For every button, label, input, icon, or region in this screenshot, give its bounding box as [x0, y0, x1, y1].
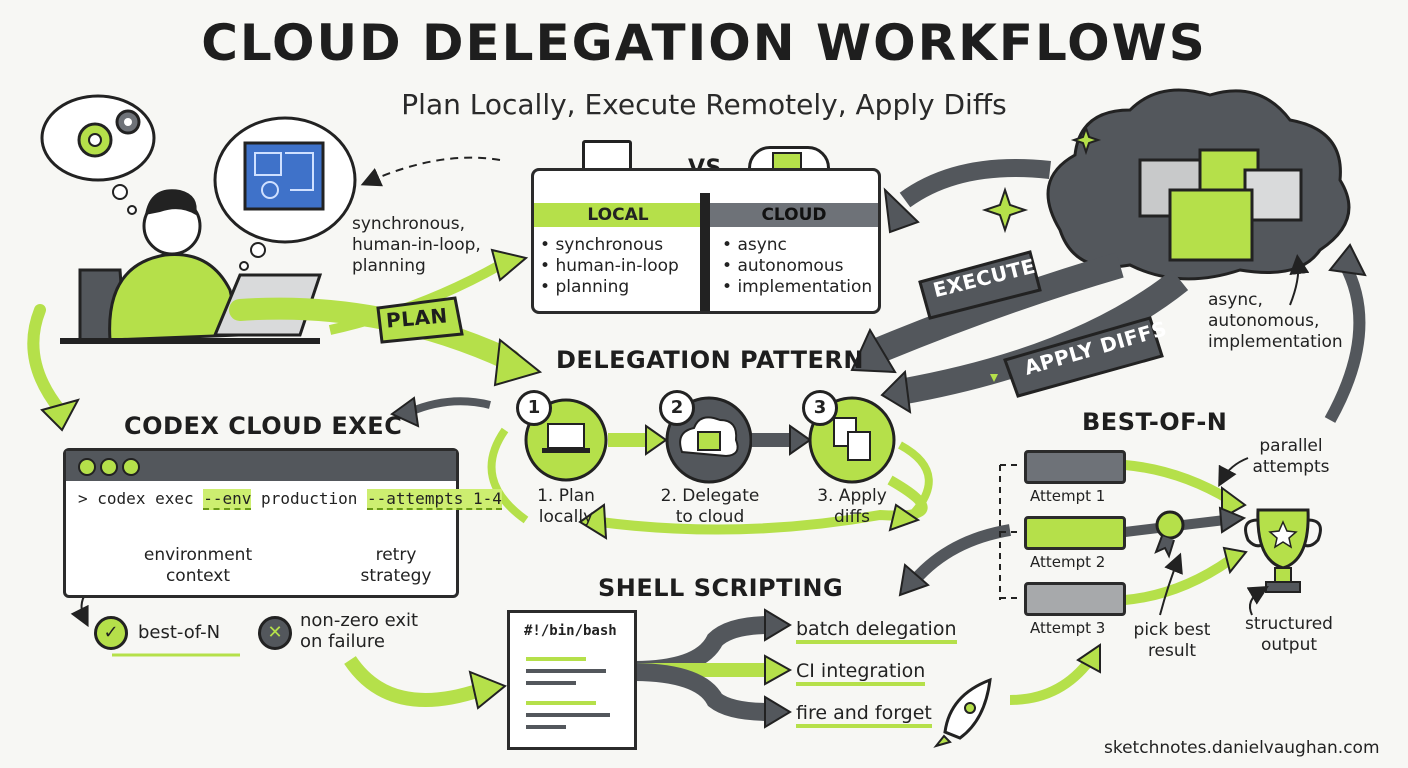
parallel-note: parallel attempts — [1252, 436, 1330, 477]
thin-arrow-async — [1289, 254, 1310, 306]
attempt-2-bar — [1024, 516, 1126, 550]
shell-option-batch: batch delegation — [796, 618, 957, 644]
execute-ribbon — [918, 250, 1042, 320]
plan-ribbon — [376, 296, 464, 344]
step-2-label: 2. Delegate to cloud — [660, 486, 760, 527]
arrow-head-cloud — [1328, 243, 1367, 277]
cmd-text: codex exec — [97, 489, 204, 508]
shell-option-fire: fire and forget — [796, 702, 932, 728]
terminal-command: > codex exec --env production --attempts… — [78, 489, 502, 510]
arrow-head-compare — [490, 248, 529, 282]
local-notes: synchronous, human-in-loop, planning — [352, 214, 481, 276]
check-icon: ✓ — [94, 616, 128, 650]
credit: sketchnotes.danielvaughan.com — [1104, 738, 1380, 758]
env-note: environment context — [143, 545, 253, 586]
arrow-best-to-cloud — [1324, 262, 1366, 423]
local-header: LOCAL — [534, 203, 702, 227]
pick-note: pick best result — [1133, 620, 1211, 661]
list-item: autonomous — [722, 256, 872, 277]
window-dot — [122, 458, 140, 476]
list-item: async — [722, 235, 872, 256]
env-flag: --env — [203, 489, 252, 510]
retry-note: retry strategy — [360, 545, 432, 586]
bash-script-icon: #!/bin/bash — [507, 610, 637, 750]
sparkle-icon — [981, 186, 1029, 234]
page-subtitle: Plan Locally, Execute Remotely, Apply Di… — [401, 88, 1007, 121]
list-item: synchronous — [540, 235, 679, 256]
output-note: structured output — [1245, 614, 1333, 655]
attempt-3-bar — [1024, 582, 1126, 616]
dashed-arrow-to-blueprint — [360, 156, 501, 187]
attempt-2-label: Attempt 2 — [1030, 553, 1106, 571]
sparkle-small-icon — [1070, 124, 1102, 156]
local-list: synchronous human-in-loop planning — [540, 235, 679, 298]
arrow-head-compare-dark — [883, 187, 920, 234]
rocket-icon — [933, 677, 992, 748]
arrow-person-to-codex — [27, 304, 66, 416]
window-dot — [78, 458, 96, 476]
ribbon-medal-icon — [1154, 510, 1185, 559]
step-3-badge: 3 — [802, 390, 838, 426]
prompt: > — [78, 489, 88, 508]
apply-diffs-ribbon — [990, 316, 1164, 398]
codex-heading: CODEX CLOUD EXEC — [124, 412, 403, 440]
attempt-1-bar — [1024, 450, 1126, 484]
best-of-n-heading: BEST-OF-N — [1082, 408, 1228, 436]
divider — [700, 193, 710, 311]
execute-arrow-head — [850, 327, 897, 374]
list-item: implementation — [722, 277, 872, 298]
window-dot — [100, 458, 118, 476]
thought-bubble-blueprint-icon — [213, 116, 357, 271]
arrow-codex-to-shell — [344, 655, 483, 707]
list-item: human-in-loop — [540, 256, 678, 277]
developer-at-laptop-illustration: ↄ — [60, 189, 323, 344]
shebang: #!/bin/bash — [524, 623, 617, 639]
arrow-to-codex-heading — [408, 397, 491, 416]
shell-option-ci: CI integration — [796, 660, 926, 686]
arrow-right-loop — [898, 441, 933, 525]
local-vs-cloud-panel: LOCAL CLOUD synchronous human-in-loop pl… — [531, 168, 881, 314]
arrow-shell-to-best — [1009, 656, 1094, 705]
list-item: planning — [540, 277, 679, 298]
outcome-best-of-n: best-of-N — [138, 622, 221, 643]
execute-arrow — [870, 252, 1124, 365]
trophy-icon — [1244, 508, 1322, 593]
attempt-1-label: Attempt 1 — [1030, 487, 1106, 505]
x-icon: ✕ — [258, 616, 292, 650]
env-value: production — [251, 489, 368, 508]
terminal-window: > codex exec --env production --attempts… — [63, 448, 502, 598]
cloud-list: async autonomous implementation — [722, 235, 872, 298]
step-1-label: 1. Plan locally — [537, 486, 595, 527]
delegation-pattern-heading: DELEGATION PATTERN — [556, 346, 864, 374]
arrow-cloud-to-compare — [899, 159, 1051, 208]
shell-heading: SHELL SCRIPTING — [598, 574, 844, 602]
apply-diffs-arrow-head — [880, 369, 912, 414]
step-2-badge: 2 — [659, 390, 695, 426]
step-3-label: 3. Apply diffs — [817, 486, 887, 527]
loop-arrow-left — [487, 427, 529, 524]
arrow-head-codex — [40, 398, 80, 432]
attempt-3-label: Attempt 3 — [1030, 619, 1106, 637]
plan-arrow-head — [493, 338, 543, 387]
cloud-notes: async, autonomous, implementation — [1208, 290, 1343, 352]
arrow-best-to-shell — [910, 524, 1012, 585]
page-title: CLOUD DELEGATION WORKFLOWS — [201, 14, 1207, 72]
cloud-cluster-containers-icon — [1046, 88, 1351, 281]
attempts-flag: --attempts 1-4 — [367, 489, 502, 510]
step-1-badge: 1 — [516, 390, 552, 426]
thought-bubble-gears-icon — [40, 94, 156, 215]
cloud-header: CLOUD — [710, 203, 878, 227]
outcome-non-zero-exit: non-zero exit on failure — [300, 610, 419, 652]
